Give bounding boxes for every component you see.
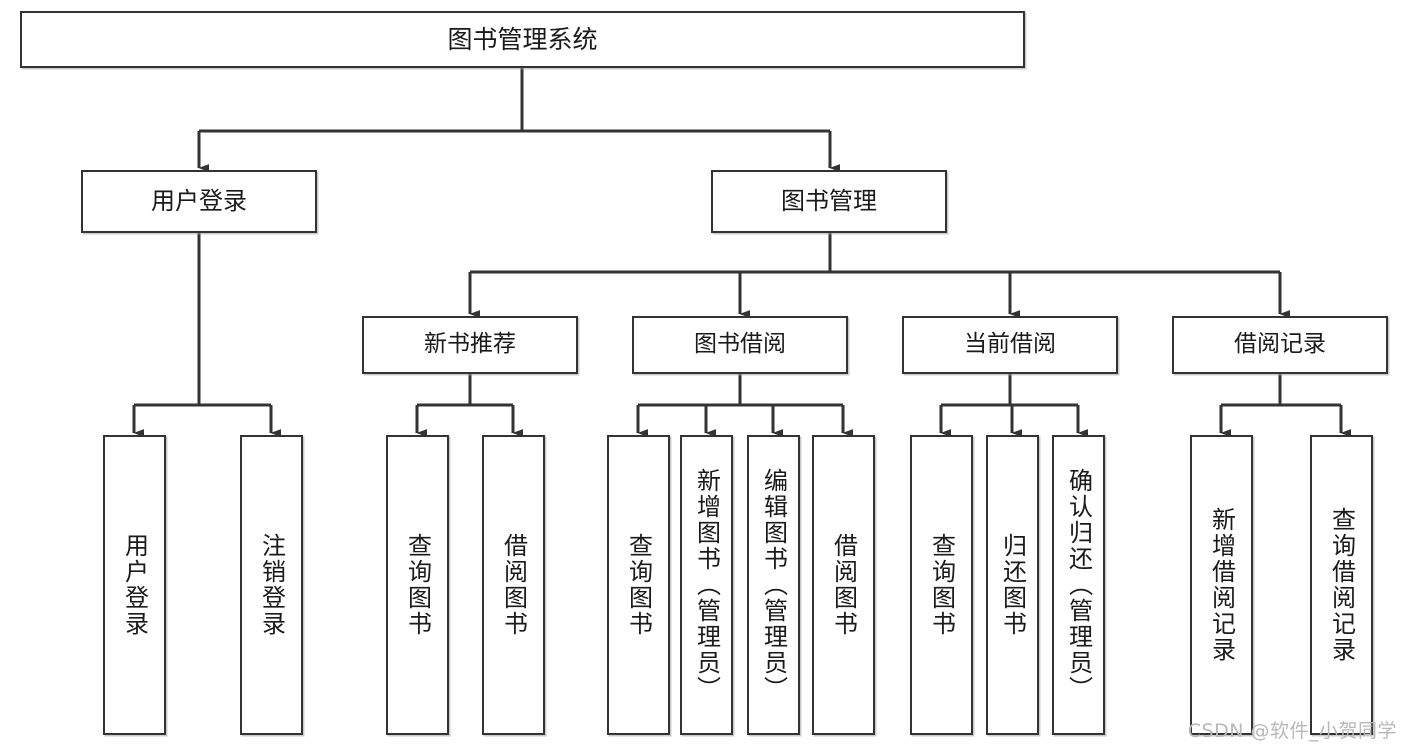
node-borrow-record-label: 借阅记录 [1234, 331, 1326, 358]
node-leaf-return-book-label: 归还图书 [998, 533, 1027, 637]
node-leaf-borrow-book-2-label: 借阅图书 [829, 533, 858, 637]
node-leaf-confirm-return-label: 确认归还（管理员） [1064, 468, 1093, 702]
node-leaf-query-book-2-label: 查询图书 [624, 533, 653, 637]
node-leaf-user-logout[interactable]: 注销登录 [240, 435, 303, 735]
node-leaf-user-logout-label: 注销登录 [257, 533, 286, 637]
node-leaf-add-book-label: 新增图书（管理员） [692, 468, 721, 702]
node-leaf-add-record[interactable]: 新增借阅记录 [1190, 435, 1253, 735]
node-leaf-query-book-2[interactable]: 查询图书 [607, 435, 670, 735]
node-root-label: 图书管理系统 [447, 24, 598, 54]
watermark-text: CSDN @软件_小贺同学 [1187, 720, 1397, 742]
node-leaf-query-book-3-label: 查询图书 [927, 533, 956, 637]
node-leaf-user-login[interactable]: 用户登录 [103, 435, 166, 735]
node-leaf-return-book[interactable]: 归还图书 [986, 435, 1039, 735]
node-leaf-borrow-book-2[interactable]: 借阅图书 [812, 435, 875, 735]
node-leaf-add-record-label: 新增借阅记录 [1207, 507, 1236, 663]
node-leaf-confirm-return[interactable]: 确认归还（管理员） [1052, 435, 1105, 735]
node-user-login[interactable]: 用户登录 [81, 170, 317, 233]
node-leaf-add-book[interactable]: 新增图书（管理员） [680, 435, 733, 735]
node-user-login-label: 用户登录 [151, 187, 247, 216]
node-new-book-recommend[interactable]: 新书推荐 [362, 316, 578, 374]
node-leaf-query-book-1[interactable]: 查询图书 [386, 435, 449, 735]
node-current-borrow-label: 当前借阅 [964, 331, 1056, 358]
node-new-book-recommend-label: 新书推荐 [424, 331, 516, 358]
node-book-borrow-label: 图书借阅 [694, 331, 786, 358]
node-leaf-query-book-1-label: 查询图书 [403, 533, 432, 637]
node-leaf-query-record[interactable]: 查询借阅记录 [1310, 435, 1373, 735]
node-leaf-borrow-book-1[interactable]: 借阅图书 [482, 435, 545, 735]
node-book-manage[interactable]: 图书管理 [711, 170, 947, 233]
node-book-borrow[interactable]: 图书借阅 [632, 316, 848, 374]
node-book-manage-label: 图书管理 [781, 187, 877, 216]
node-leaf-borrow-book-1-label: 借阅图书 [499, 533, 528, 637]
node-current-borrow[interactable]: 当前借阅 [902, 316, 1118, 374]
node-leaf-query-book-3[interactable]: 查询图书 [910, 435, 973, 735]
node-borrow-record[interactable]: 借阅记录 [1172, 316, 1388, 374]
node-leaf-user-login-label: 用户登录 [120, 533, 149, 637]
node-leaf-edit-book[interactable]: 编辑图书（管理员） [747, 435, 800, 735]
node-leaf-edit-book-label: 编辑图书（管理员） [759, 468, 788, 702]
node-leaf-query-record-label: 查询借阅记录 [1327, 507, 1356, 663]
node-root[interactable]: 图书管理系统 [20, 11, 1025, 68]
